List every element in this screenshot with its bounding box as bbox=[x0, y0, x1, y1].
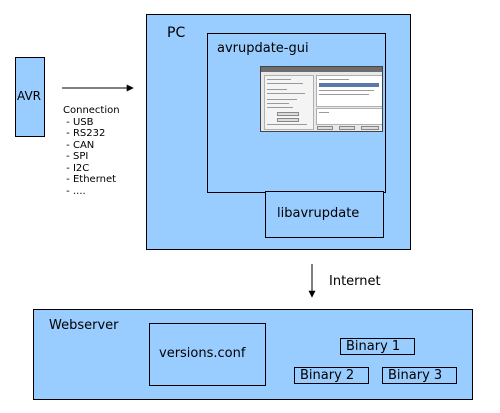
webserver-label: Webserver bbox=[49, 318, 119, 333]
internet-label: Internet bbox=[329, 274, 381, 289]
connection-list: Connection - USB - RS232 - CAN - SPI - I… bbox=[63, 105, 120, 197]
binary-1-node: Binary 1 bbox=[340, 338, 415, 355]
connection-item: - SPI bbox=[63, 151, 89, 162]
pc-node: PC avrupdate-gui bbox=[146, 14, 411, 250]
lib-node: libavrupdate bbox=[265, 191, 384, 238]
connection-item: - .... bbox=[63, 185, 86, 197]
webserver-node: Webserver versions.conf Binary 1 Binary … bbox=[33, 309, 473, 400]
connection-item: - CAN bbox=[63, 139, 95, 151]
connection-item: - USB bbox=[63, 116, 94, 128]
binary-2-node: Binary 2 bbox=[294, 367, 369, 384]
gui-label: avrupdate-gui bbox=[217, 41, 309, 56]
lib-label: libavrupdate bbox=[277, 206, 360, 221]
gui-screenshot-thumbnail bbox=[260, 66, 383, 132]
avr-node: AVR bbox=[15, 57, 45, 137]
versions-conf-label: versions.conf bbox=[159, 346, 246, 361]
connection-item: - RS232 bbox=[63, 128, 106, 139]
connection-title: Connection bbox=[63, 105, 120, 116]
avr-label: AVR bbox=[17, 89, 41, 103]
versions-conf-node: versions.conf bbox=[149, 323, 266, 386]
gui-node: avrupdate-gui bbox=[207, 33, 386, 193]
binary-2-label: Binary 2 bbox=[300, 368, 355, 383]
binary-1-label: Binary 1 bbox=[346, 339, 401, 354]
connection-item: - I2C bbox=[63, 162, 90, 174]
connection-item: - Ethernet bbox=[63, 174, 117, 185]
binary-3-node: Binary 3 bbox=[382, 367, 457, 384]
pc-label: PC bbox=[167, 25, 186, 41]
binary-3-label: Binary 3 bbox=[388, 368, 443, 383]
